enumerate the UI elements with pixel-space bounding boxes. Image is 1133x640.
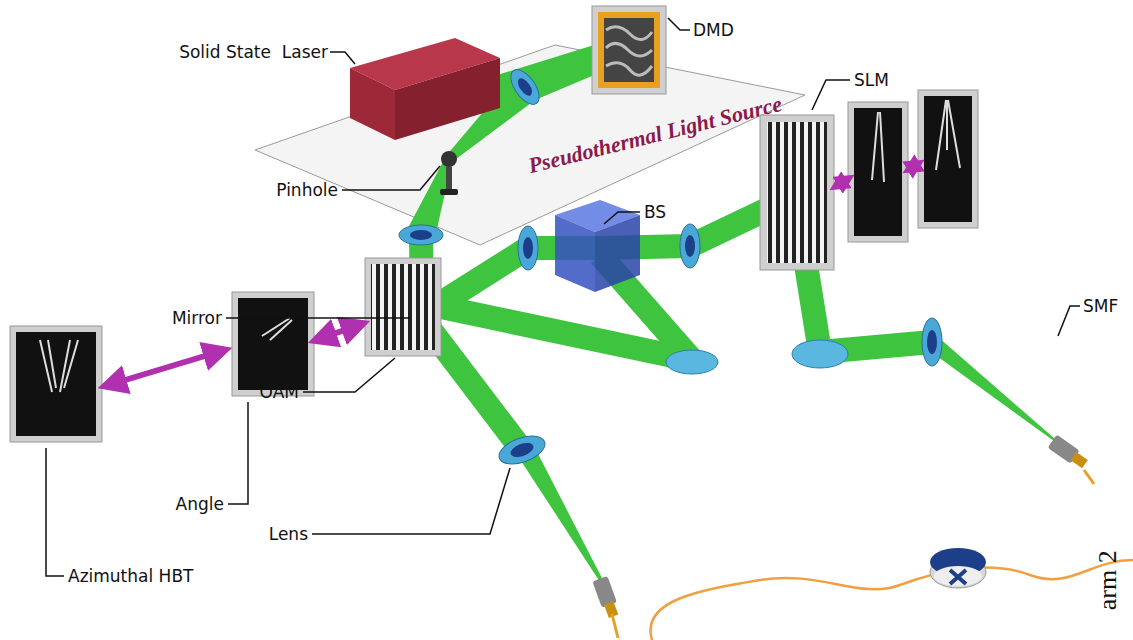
- part-label: Angle: [176, 495, 224, 514]
- part-label: BS: [644, 203, 666, 222]
- part-label: Pinhole: [276, 181, 338, 200]
- part-label: Mirror: [172, 309, 222, 328]
- part-label: Solid State Laser: [179, 43, 328, 62]
- part-label: OAM: [260, 383, 299, 402]
- part-label: Lens: [269, 525, 308, 544]
- part-label: SLM: [854, 71, 889, 90]
- part-label: DMD: [693, 21, 734, 40]
- part-label: SMF: [1083, 297, 1118, 316]
- arm-label: arm 2: [1094, 550, 1123, 610]
- part-label: Azimuthal HBT: [68, 567, 193, 586]
